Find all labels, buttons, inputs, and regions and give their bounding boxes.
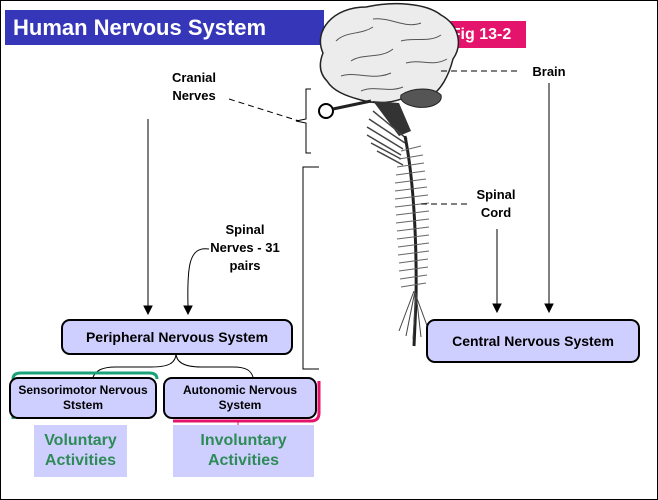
autonomic-nervous-system-box: Autonomic Nervous System [163,377,317,419]
central-nervous-system-box: Central Nervous System [426,319,640,363]
voluntary-activities: Voluntary Activities [34,425,127,477]
cranial-leader [229,99,299,121]
branch-to-autonomic [176,353,253,377]
optic-nerve [319,101,371,118]
involuntary-activities: Involuntary Activities [173,425,314,477]
sensorimotor-nervous-system-box: Sensorimotor Nervous Ststem [9,377,157,419]
spinal-cord [395,136,429,346]
spinal-nerves-arrow [188,249,209,306]
brain-stem [367,101,411,165]
spinal-cord-label: Spinal Cord [471,186,521,222]
cranial-nerves-label: Cranial Nerves [154,69,234,105]
brain-label: Brain [525,63,573,81]
spinal-bracket [303,167,319,369]
brain-illustration [320,4,458,108]
peripheral-nervous-system-box: Peripheral Nervous System [61,319,293,355]
spinal-nerves-label: Spinal Nerves - 31 pairs [207,221,283,275]
